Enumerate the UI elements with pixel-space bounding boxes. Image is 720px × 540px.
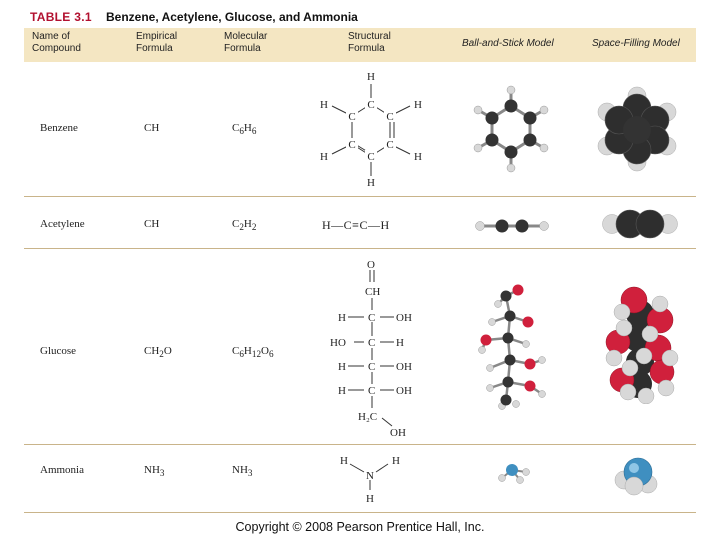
compound-name-benzene: Benzene	[40, 122, 78, 134]
benzene-h: H	[367, 71, 375, 83]
benzene-c: C	[367, 99, 374, 111]
svg-text:H: H	[367, 177, 375, 189]
svg-text:H: H	[338, 385, 346, 397]
empirical-formula-ammonia: NH3	[144, 464, 165, 479]
svg-text:C: C	[348, 111, 355, 123]
row-divider	[24, 248, 696, 249]
header-structural: Structural Formula	[348, 31, 391, 54]
ball-and-stick-ammonia	[498, 464, 530, 484]
structural-formula-benzene: C C C C C C H H H H H H	[320, 71, 422, 189]
space-filling-glucose	[605, 286, 679, 404]
row-divider	[24, 512, 696, 513]
svg-text:H: H	[338, 361, 346, 373]
svg-text:H: H	[392, 455, 400, 467]
svg-text:OH: OH	[396, 361, 412, 373]
ball-and-stick-glucose	[478, 284, 546, 410]
compound-name-acetylene: Acetylene	[40, 218, 85, 230]
svg-text:C: C	[368, 385, 375, 397]
compound-name-ammonia: Ammonia	[40, 464, 84, 476]
svg-text:OH: OH	[396, 385, 412, 397]
space-filling-benzene	[597, 86, 677, 172]
ammonia-n: N	[366, 470, 374, 482]
glucose-o: O	[367, 259, 375, 271]
table-header: Name of Compound Empirical Formula Molec…	[24, 28, 696, 62]
ball-and-stick-acetylene	[475, 219, 549, 233]
structural-formula-glucose: O CH H C OH HO C H H C OH H C OH H₂C OH	[330, 259, 412, 439]
molecular-formula-acetylene: C2H2	[232, 218, 257, 233]
header-space-filling: Space-Filling Model	[592, 38, 680, 49]
table-title-bar: TABLE 3.1 Benzene, Acetylene, Glucose, a…	[24, 8, 696, 29]
svg-text:H: H	[414, 99, 422, 111]
molecular-formula-glucose: C6H12O6	[232, 345, 274, 360]
space-filling-acetylene	[602, 209, 678, 239]
svg-text:H₂C: H₂C	[358, 411, 377, 423]
compound-name-glucose: Glucose	[40, 345, 77, 357]
svg-text:H: H	[340, 455, 348, 467]
header-empirical: Empirical Formula	[136, 31, 178, 54]
empirical-formula-benzene: CH	[144, 122, 160, 134]
svg-text:H: H	[414, 151, 422, 163]
svg-text:C: C	[386, 139, 393, 151]
svg-text:H: H	[338, 312, 346, 324]
svg-text:OH: OH	[390, 427, 406, 439]
table-number: TABLE 3.1	[30, 10, 92, 24]
table-title: Benzene, Acetylene, Glucose, and Ammonia	[106, 10, 358, 24]
row-divider	[24, 444, 696, 445]
structural-formula-ammonia: H H N H	[340, 455, 400, 505]
svg-text:C: C	[348, 139, 355, 151]
svg-text:OH: OH	[396, 312, 412, 324]
space-filling-ammonia	[614, 457, 658, 496]
empirical-formula-glucose: CH2O	[144, 345, 172, 360]
header-name: Name of Compound	[32, 31, 81, 54]
svg-text:C: C	[368, 361, 375, 373]
copyright-notice: Copyright © 2008 Pearson Prentice Hall, …	[235, 520, 485, 534]
svg-text:C: C	[368, 312, 375, 324]
molecular-formula-benzene: C6H6	[232, 122, 257, 137]
header-molecular: Molecular Formula	[224, 31, 268, 54]
svg-text:C: C	[368, 337, 375, 349]
row-divider	[24, 196, 696, 197]
header-ball-and-stick: Ball-and-Stick Model	[462, 38, 554, 49]
molecular-formula-ammonia: NH3	[232, 464, 253, 479]
structural-formula-acetylene: H—C≡C—H	[322, 218, 390, 232]
svg-text:H: H	[320, 151, 328, 163]
svg-text:H: H	[396, 337, 404, 349]
svg-text:HO: HO	[330, 337, 346, 349]
svg-text:C: C	[367, 151, 374, 163]
glucose-ch: CH	[365, 286, 380, 298]
svg-text:C: C	[386, 111, 393, 123]
svg-text:H: H	[320, 99, 328, 111]
ball-and-stick-benzene	[473, 85, 549, 173]
empirical-formula-acetylene: CH	[144, 218, 160, 230]
svg-text:H: H	[366, 493, 374, 505]
